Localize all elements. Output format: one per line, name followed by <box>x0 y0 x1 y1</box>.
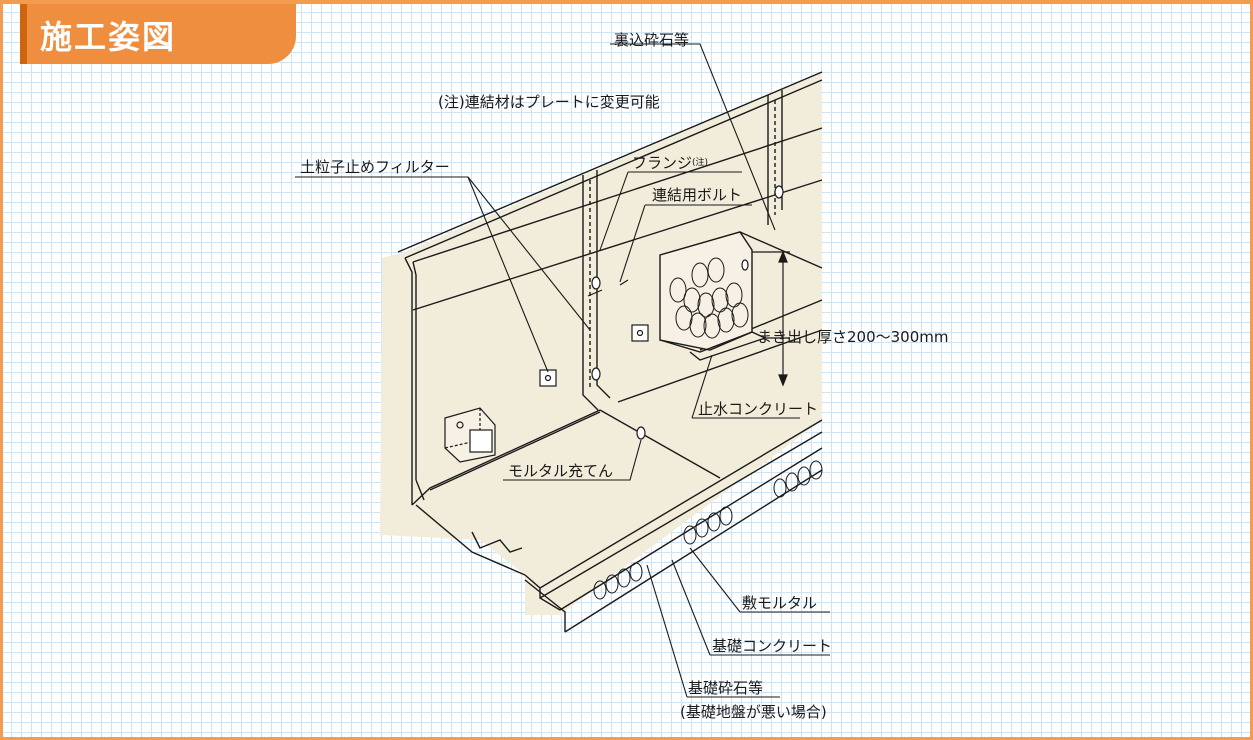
leader-lines <box>295 43 830 698</box>
label-base-gravel: 基礎砕石等 <box>688 679 764 697</box>
label-bolt: 連結用ボルト <box>652 186 743 204</box>
thickness-dimension <box>752 250 790 387</box>
base-gravel <box>593 460 823 600</box>
label-base-gravel-note: (基礎地盤が悪い場合) <box>680 703 827 721</box>
label-flange: フランジ(注) <box>632 154 708 172</box>
wall-panels <box>397 71 823 633</box>
label-thickness: まき出し厚さ200〜300mm <box>757 328 949 346</box>
label-mortar-fill: モルタル充てん <box>508 462 614 480</box>
label-base-concrete: 基礎コンクリート <box>712 637 833 655</box>
page-title: 施工姿図 <box>40 18 177 56</box>
label-flange-text: フランジ <box>632 154 693 172</box>
label-flange-note: (注) <box>692 158 709 168</box>
stone-box <box>659 231 767 361</box>
bolts <box>587 185 784 440</box>
drain-box <box>444 407 496 463</box>
structure-fill <box>380 72 822 615</box>
label-bed-mortar: 敷モルタル <box>742 594 818 612</box>
label-cutoff-concrete: 止水コンクリート <box>698 400 819 418</box>
title-accent-bar <box>20 4 27 64</box>
label-filter: 土粒子止めフィルター <box>300 158 450 176</box>
label-note: (注)連結材はプレートに変更可能 <box>438 93 660 111</box>
title-tab <box>20 4 296 64</box>
filter-plates <box>539 324 649 387</box>
label-back-gravel: 裏込砕石等 <box>614 31 690 49</box>
